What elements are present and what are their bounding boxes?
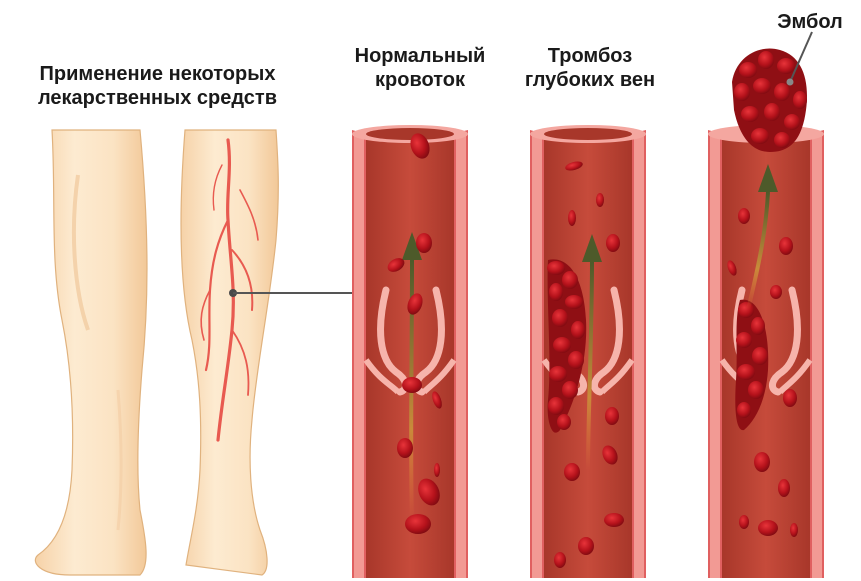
vessel-normal (352, 125, 468, 578)
right-leg (181, 130, 278, 575)
embolus-marker-dot (787, 79, 794, 86)
left-leg (35, 130, 147, 575)
vessel-embolus (708, 32, 824, 578)
vessel-dvt (530, 125, 646, 578)
